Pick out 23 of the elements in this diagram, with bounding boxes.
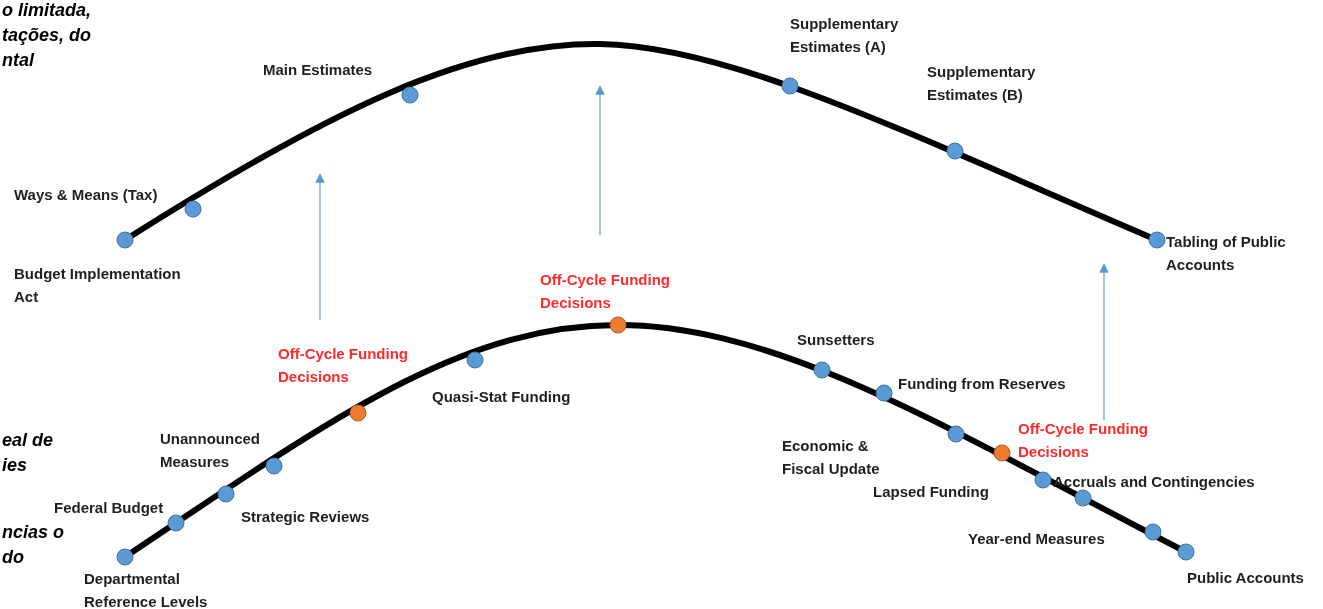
- step-label: Supplementary Estimates (A): [790, 14, 900, 57]
- step-label: Federal Budget: [54, 498, 164, 518]
- step-label: Budget Implementation Act: [14, 264, 182, 307]
- cropped-text: o limitada, tações, do ntal: [2, 0, 93, 72]
- step-label: Supplementary Estimates (B): [927, 62, 1037, 105]
- step-label: Lapsed Funding: [873, 482, 989, 502]
- step-label: Ways & Means (Tax): [14, 185, 158, 205]
- off-cycle-label: Off-Cycle Funding Decisions: [540, 270, 671, 313]
- cropped-text: ncias o do: [2, 521, 66, 569]
- step-label: Unannounced Measures: [160, 429, 261, 472]
- step-label: Departmental Reference Levels: [84, 569, 209, 609]
- step-label: Tabling of Public Accounts: [1166, 232, 1287, 275]
- step-label: Sunsetters: [797, 330, 875, 350]
- step-label: Strategic Reviews: [241, 507, 370, 527]
- off-cycle-label: Off-Cycle Funding Decisions: [278, 344, 409, 387]
- step-label: Public Accounts: [1187, 568, 1304, 588]
- step-label: Quasi-Stat Funding: [432, 387, 571, 407]
- off-cycle-label: Off-Cycle Funding Decisions: [1018, 419, 1149, 462]
- step-label: Funding from Reserves: [898, 374, 1066, 394]
- step-label: Main Estimates: [263, 60, 373, 80]
- step-label: Economic & Fiscal Update: [782, 436, 881, 479]
- cropped-text: eal de ies: [2, 429, 55, 477]
- step-label: Year-end Measures: [968, 529, 1105, 549]
